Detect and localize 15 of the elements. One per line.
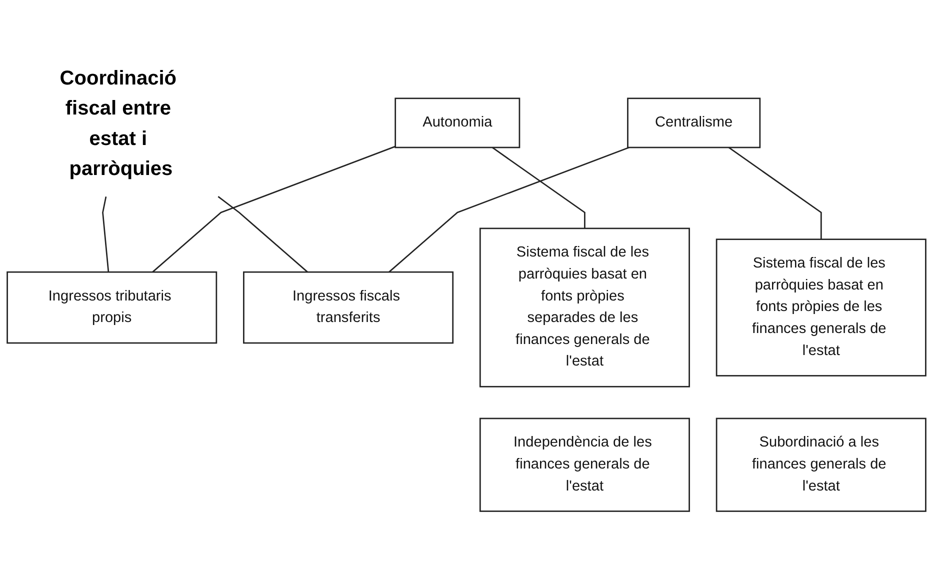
connector — [492, 147, 586, 229]
connector — [218, 196, 308, 273]
node-text: Coordinació fiscal entre estat i parròquies — [60, 66, 177, 180]
node-box: Ingressos fiscals transferits — [243, 272, 454, 344]
node-box: Subordinació a les finances generals de l'estat — [716, 418, 926, 512]
connector — [152, 146, 396, 273]
node-box: Independència de les finances generals de l'estat — [479, 418, 690, 512]
connector — [102, 196, 110, 272]
node-box: Sistema fiscal de les parròquies basat en fonts pròpies de les finances generals de l'estat — [716, 238, 926, 377]
node-box: Centralisme — [627, 98, 761, 148]
connector — [728, 147, 822, 240]
connector — [388, 147, 630, 273]
node-box: Autonomia — [394, 98, 520, 148]
node-box: Sistema fiscal de les parròquies basat en fonts pròpies separades de les finances generals de l'estat — [479, 228, 690, 388]
node-box: Ingressos tributaris propis — [6, 272, 218, 344]
